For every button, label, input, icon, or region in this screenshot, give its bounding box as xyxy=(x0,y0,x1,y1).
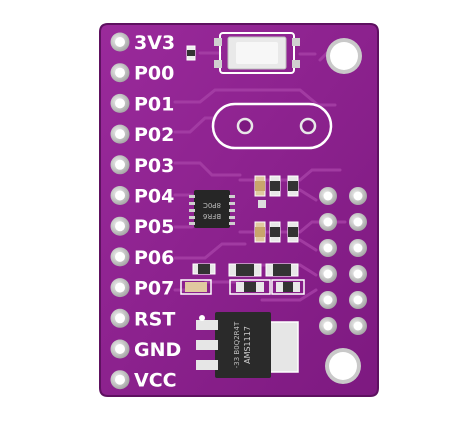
pin-hole-8 xyxy=(115,282,125,293)
pin-hole-11 xyxy=(115,374,125,385)
pin-label-6: P05 xyxy=(134,216,174,238)
pin-hole-6 xyxy=(115,221,125,232)
smd-components-lower xyxy=(180,263,305,295)
grid-hole-1-1 xyxy=(353,217,363,227)
mcu-marking-1: 8P0C xyxy=(203,201,221,209)
grid-hole-0-0 xyxy=(323,191,333,201)
pin-label-8: P07 xyxy=(134,278,174,300)
pcb-outline xyxy=(99,23,379,397)
grid-hole-4-1 xyxy=(353,295,363,305)
pin-hole-4 xyxy=(115,159,125,170)
grid-hole-5-1 xyxy=(353,321,363,331)
pin-label-0: 3V3 xyxy=(134,32,175,54)
regulator-marking-1: AMS1117 xyxy=(243,326,252,364)
mcu-chip: 8P0C BFR6 xyxy=(189,190,235,228)
pin-label-3: P02 xyxy=(134,124,174,146)
regulator-marking-2: -33 B0Q2R4T xyxy=(233,321,241,368)
pin-label-1: P00 xyxy=(134,63,174,85)
pin-label-7: P06 xyxy=(134,247,174,269)
mounting-hole-top-inner xyxy=(330,42,358,70)
smd-resistor-body xyxy=(187,50,195,56)
crystal-pad-right xyxy=(299,117,317,135)
pin-label-11: VCC xyxy=(134,370,177,392)
pin-label-2: P01 xyxy=(134,93,174,115)
pin-label-10: GND xyxy=(134,339,181,361)
voltage-regulator: AMS1117 -33 B0Q2R4T xyxy=(196,312,299,378)
smd-components-upper xyxy=(254,175,299,208)
smd-components-middle xyxy=(254,221,299,243)
crystal-pad-left xyxy=(236,117,254,135)
grid-hole-3-0 xyxy=(323,269,333,279)
pin-hole-5 xyxy=(115,190,125,201)
pin-label-5: P04 xyxy=(134,186,174,208)
pin-hole-0 xyxy=(115,37,125,47)
pin-label-4: P03 xyxy=(134,155,174,177)
expansion-pad-grid xyxy=(319,187,367,335)
crystal-outline xyxy=(211,102,333,150)
pin-hole-9 xyxy=(115,313,125,324)
grid-hole-3-1 xyxy=(353,269,363,279)
pin-hole-10 xyxy=(115,344,125,354)
pin-hole-3 xyxy=(115,129,125,140)
pin-hole-7 xyxy=(115,251,125,262)
mounting-hole-bottom-inner xyxy=(329,352,357,380)
grid-hole-5-0 xyxy=(323,321,333,331)
grid-hole-2-1 xyxy=(353,243,363,253)
grid-hole-0-1 xyxy=(353,191,363,201)
reset-button xyxy=(214,32,300,74)
pin-label-9: RST xyxy=(134,308,175,330)
pin-header-pads xyxy=(110,32,130,390)
grid-hole-4-0 xyxy=(323,295,333,305)
pin-hole-2 xyxy=(115,98,125,109)
mcu-marking-2: BFR6 xyxy=(202,212,221,220)
grid-hole-1-0 xyxy=(323,217,333,227)
pin-hole-1 xyxy=(115,67,125,78)
grid-hole-2-0 xyxy=(323,243,333,253)
